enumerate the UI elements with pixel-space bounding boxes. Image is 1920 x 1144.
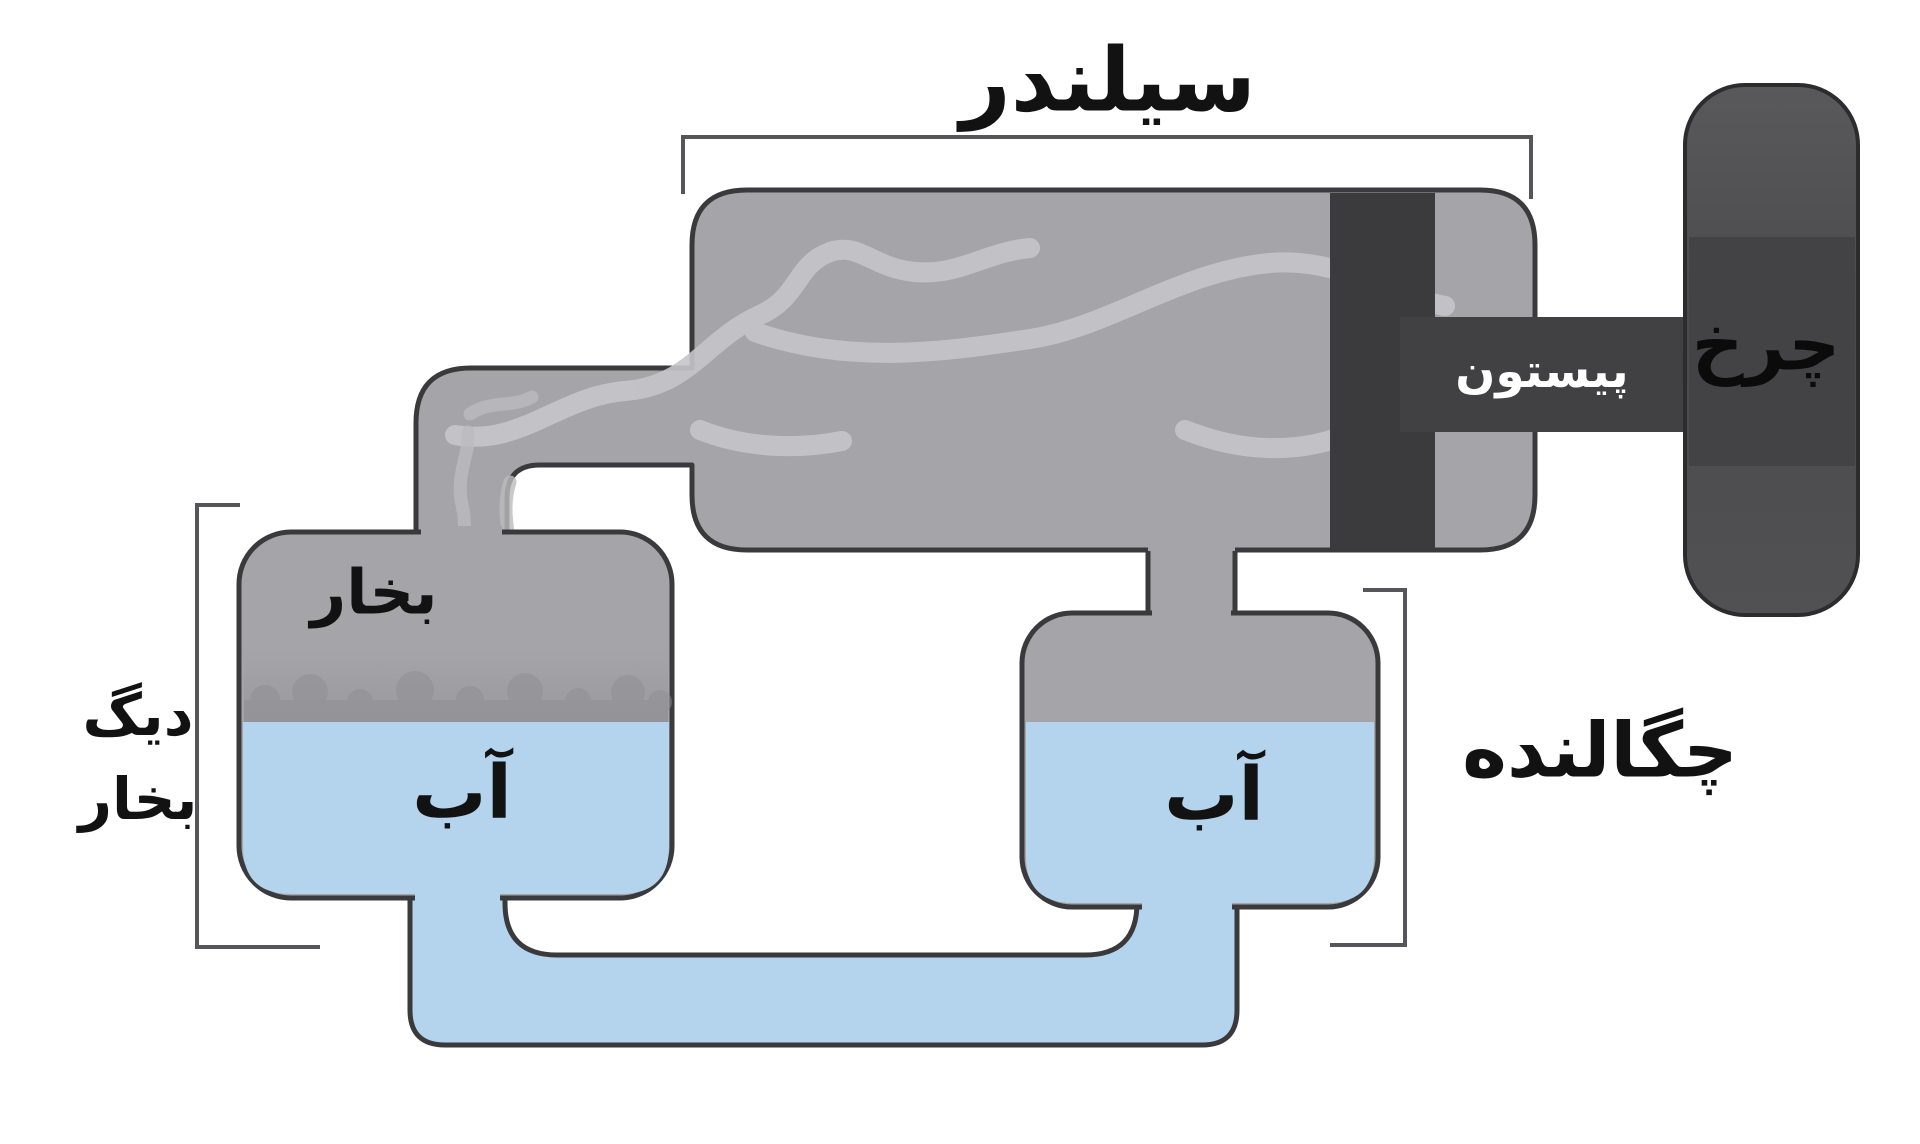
boiler-steam-label: بخار [310,555,438,629]
boiler-bracket [195,503,320,949]
boiler-label-line2: بخار [78,765,198,833]
condenser-water-label: آب [1164,751,1264,838]
cylinder-bracket [681,135,1533,199]
joint-mask [1152,607,1231,620]
condenser-label: چگالنده [1462,705,1738,795]
cylinder-label: سیلندر [960,28,1256,132]
boiler-water-label: آب [412,749,512,836]
boiler-label-line1: دیگ [82,680,194,749]
joint-mask [415,889,500,902]
piston-label: پیستون [1455,343,1629,399]
piston-rod [1400,317,1690,432]
boiler-steam-clouds [244,671,672,722]
flywheel-band [1689,237,1855,466]
boiler-label: دیگ بخار [79,673,198,841]
boiler-water [243,722,669,894]
condenser-inlet-pipe [1148,544,1235,618]
joint-mask [421,526,502,540]
joint-mask [1142,895,1232,910]
steam-pipe-and-cylinder [413,187,1538,553]
condenser-bracket [1330,588,1407,947]
condenser-water [1026,722,1374,903]
wheel-label: چرخ [1691,302,1841,387]
